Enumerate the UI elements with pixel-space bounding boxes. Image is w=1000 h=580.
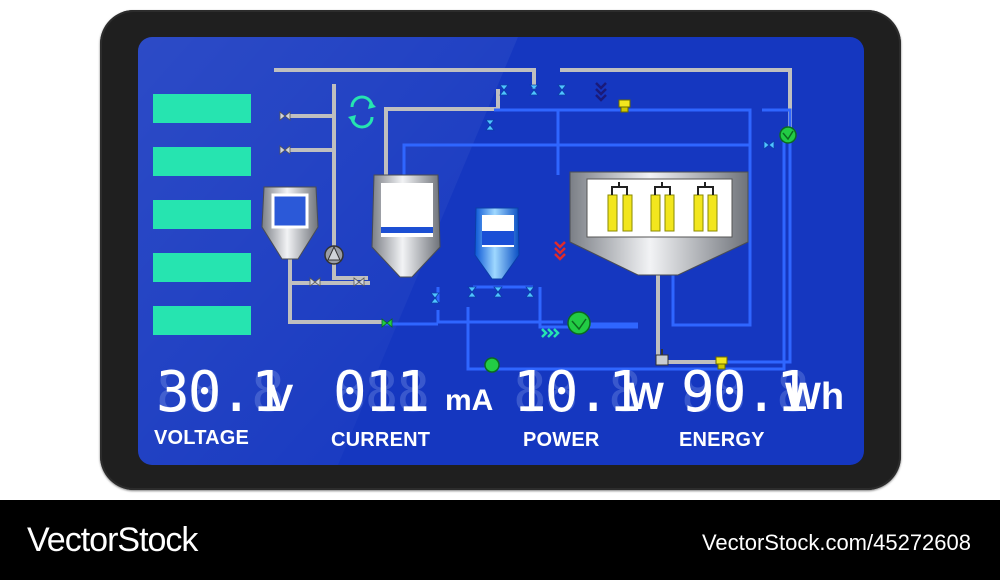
current-value: 011 — [333, 360, 430, 425]
process-diagram — [138, 37, 797, 465]
power-ghost-digits: 88.8 — [513, 360, 642, 425]
pump-icon — [324, 245, 344, 265]
chevron-down-icon — [595, 82, 607, 102]
current-label: CURRENT — [331, 429, 431, 451]
recycle-icon — [348, 95, 376, 129]
level-bar-stack — [153, 94, 251, 335]
voltage-ghost-digits: 88.8 — [156, 360, 285, 425]
heater-elements — [607, 194, 718, 232]
reactor-vessel — [569, 171, 749, 276]
tank-medium — [371, 174, 441, 278]
voltage-value: 30.1 — [156, 360, 285, 425]
energy-ghost-digits: 88.8 — [681, 360, 810, 425]
sensor-icon — [715, 356, 728, 370]
level-bar — [153, 253, 251, 282]
blue-pipes — [383, 108, 792, 371]
valve-icon — [430, 84, 775, 304]
tank-small — [261, 186, 319, 260]
voltage-unit: V — [268, 378, 294, 420]
level-bar — [153, 200, 251, 229]
voltage-label: VOLTAGE — [154, 427, 250, 449]
power-value: 10.1 — [513, 360, 642, 425]
valve-icon — [279, 111, 365, 287]
image-credit: VectorStock.com/45272608 — [701, 530, 971, 555]
level-bar — [153, 306, 251, 335]
energy-unit: Wh — [785, 376, 845, 418]
power-label: POWER — [523, 429, 600, 451]
power-unit: W — [628, 376, 664, 418]
tank-blue — [474, 207, 520, 280]
pump-icon — [567, 311, 591, 335]
chevron-down-icon — [554, 241, 566, 261]
sensor-icon — [618, 99, 631, 113]
current-ghost-digits: 888 — [333, 360, 430, 425]
pump-icon — [779, 126, 797, 144]
footer-bar: VectorStock VectorStock.com/45272608 — [0, 500, 1000, 580]
brand-logo-text: VectorStock — [27, 521, 198, 559]
level-bar — [153, 147, 251, 176]
energy-value: 90.1 — [681, 360, 810, 425]
valve-icon — [381, 318, 393, 328]
pump-icon — [484, 357, 500, 373]
current-unit: mA — [445, 384, 494, 417]
energy-label: ENERGY — [679, 429, 765, 451]
chevron-right-icon — [541, 328, 560, 338]
sensor-icon — [655, 349, 669, 366]
display-screen: 88.8 30.1 V VOLTAGE 888 011 mA CURRENT 8… — [138, 37, 864, 465]
level-bar — [153, 94, 251, 123]
